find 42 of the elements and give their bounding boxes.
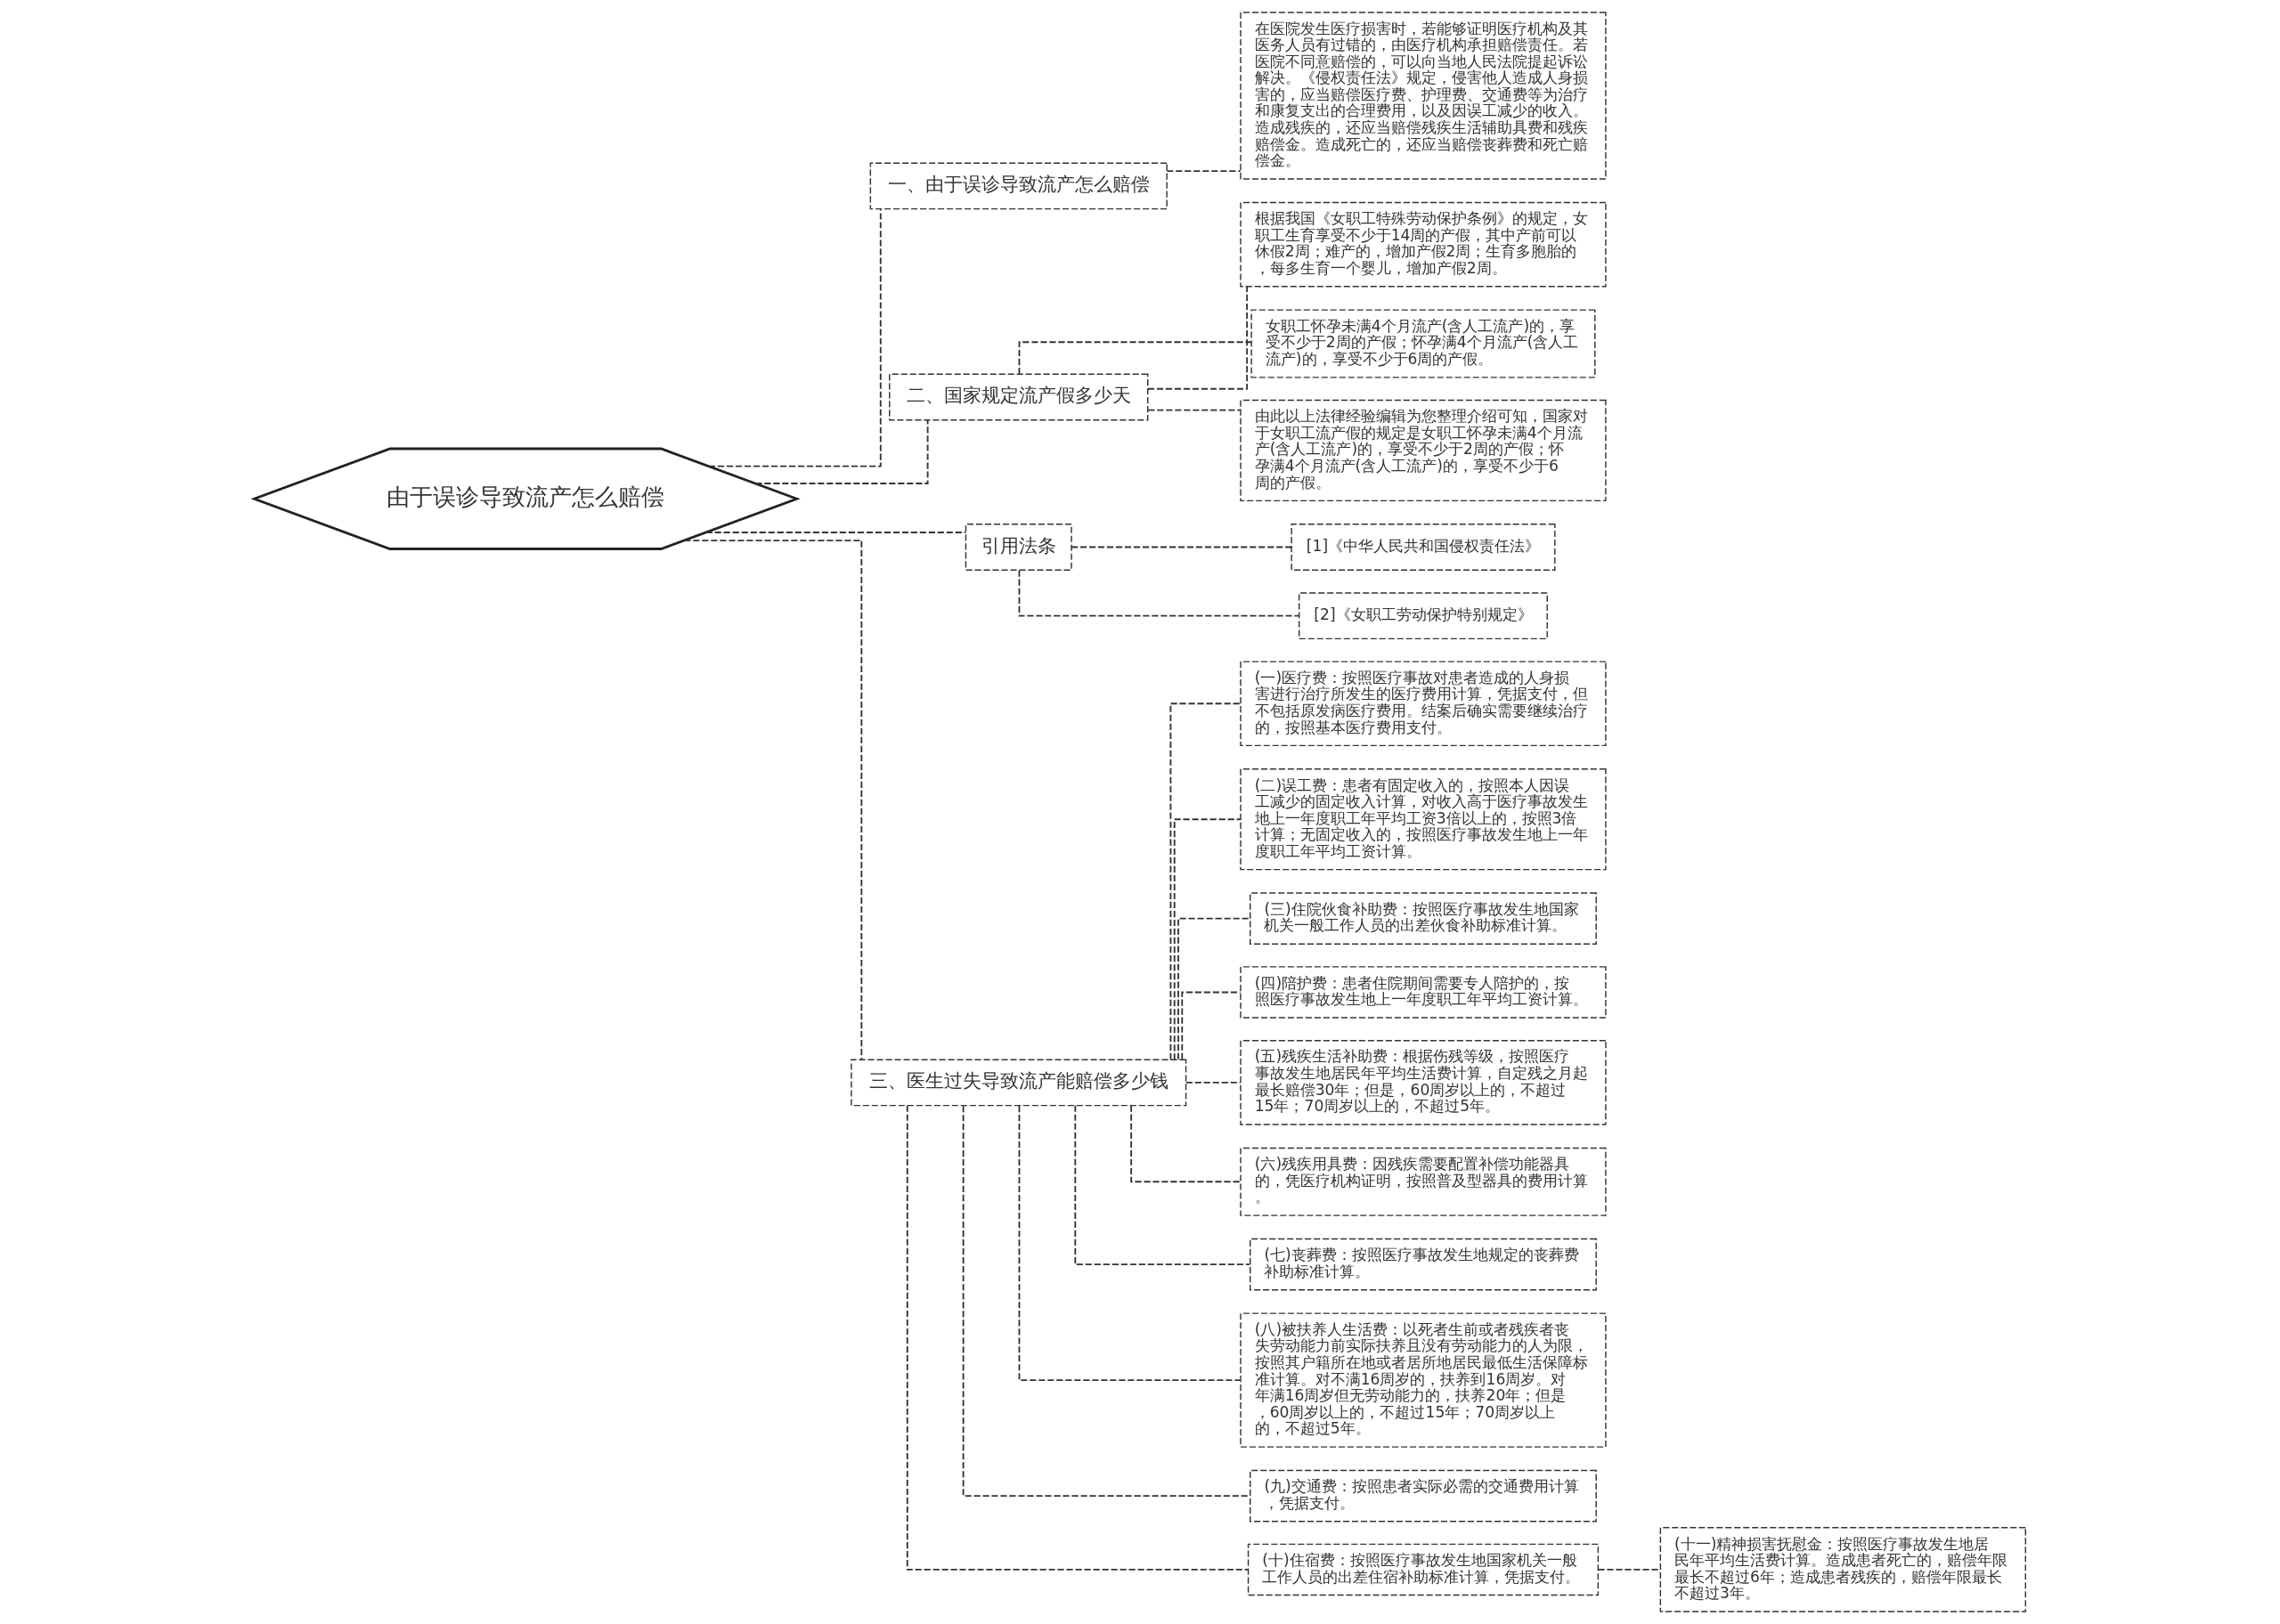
connector: [707, 207, 882, 467]
node-box: [1]《中华人民共和国侵权责任法》: [1291, 524, 1556, 571]
connector: [1169, 702, 1242, 1060]
node-box: 三、医生过失导致流产能赔偿多少钱: [851, 1059, 1187, 1107]
node-box: (八)被扶养人生活费：以死者生前或者残疾者丧失劳动能力前实际扶养且没有劳动能力的人为限，按照其户籍所在地或者居所地居民最低生活保障标准计算。对不满16周岁的，扶养到16周岁。对年满16周岁但无劳动能力的，扶养20年；但是，60周岁以上的，不超过15年；70周岁以上的，不超过5年。: [1240, 1312, 1607, 1448]
node-box: (七)丧葬费：按照医疗事故发生地规定的丧葬费补助标准计算。: [1250, 1238, 1597, 1291]
node-box: (十一)精神损害抚慰金：按照医疗事故发生地居民年平均生活费计算。造成患者死亡的，赔偿年限最长不超过6年；造成患者残疾的，赔偿年限最长不超过3年。: [1659, 1527, 2026, 1612]
node-box: (五)残疾生活补助费：根据伤残等级，按照医疗事故发生地居民年平均生活费计算，自定残之月起最长赔偿30年；但是，60周岁以上的，不超过15年；70周岁以上的，不超过5年。: [1240, 1040, 1607, 1125]
connector: [1147, 409, 1242, 411]
connector: [962, 1105, 1251, 1498]
connector: [1166, 170, 1242, 173]
connector: [1146, 286, 1249, 390]
connector: [1018, 569, 1300, 617]
node-box: [2]《女职工劳动保护特别规定》: [1298, 592, 1548, 640]
connector: [1173, 818, 1242, 1061]
connector: [683, 540, 863, 1061]
node-box: (九)交通费：按照患者实际必需的交通费用计算，凭据支付。: [1250, 1469, 1597, 1522]
node-box: 根据我国《女职工特殊劳动保护条例》的规定，女职工生育享受不少于14周的产假，其中产前可以休假2周；难产的，增加产假2周；生育多胞胎的，每多生育一个婴儿，增加产假2周。: [1240, 201, 1607, 288]
node-box: (三)住院伙食补助费：按照医疗事故发生地国家机关一般工作人员的出差伙食补助标准计算。: [1250, 892, 1597, 945]
connector: [1130, 1104, 1242, 1183]
node-box: 女职工怀孕未满4个月流产(含人工流产)的，享受不少于2周的产假；怀孕满4个月流产(含人工流产)的，享受不少于6周的产假。: [1250, 309, 1596, 378]
node-box: 由此以上法律经验编辑为您整理介绍可知，国家对于女职工流产假的规定是女职工怀孕未满4个月流产(含人工流产)的，享受不少于2周的产假；怀孕满4个月流产(含人工流产)的，享受不少于6周的产假。: [1240, 399, 1607, 502]
node-box: (一)医疗费：按照医疗事故对患者造成的人身损害进行治疗所发生的医疗费用计算，凭据支付，但不包括原发病医疗费用。结案后确实需要继续治疗的，按照基本医疗费用支付。: [1240, 661, 1607, 747]
node-box: 二、国家规定流产假多少天: [889, 373, 1149, 421]
connector: [1185, 1081, 1242, 1084]
connector: [1071, 546, 1293, 548]
node-box: (四)陪护费：患者住院期间需要专人陪护的，按照医疗事故发生地上一年度职工年平均工资计算。: [1240, 966, 1607, 1019]
connector: [1177, 917, 1251, 1060]
connector: [1597, 1569, 1661, 1571]
connector: [1018, 1105, 1242, 1382]
connector: [1018, 341, 1252, 376]
node-box: 引用法条: [965, 524, 1072, 571]
node-box: 在医院发生医疗损害时，若能够证明医疗机构及其医务人员有过错的，由医疗机构承担赔偿责任。若医院不同意赔偿的，可以向当地人民法院提起诉讼解决。《侵权责任法》规定，侵害他人造成人身损害的，应当赔偿医疗费、护理费、交通费等为治疗和康复支出的合理费用，以及因误工减少的收入。造成残疾的，还应当赔偿残疾生活辅助具费和残疾赔偿金。造成死亡的，还应当赔偿丧葬费和死亡赔偿金。: [1240, 12, 1607, 180]
node-box: (六)残疾用具费：因残疾需要配置补偿功能器具的，凭医疗机构证明，按照普及型器具的费用计算。: [1240, 1147, 1607, 1216]
connector: [1074, 1104, 1251, 1266]
node-box: (十)住宿费：按照医疗事故发生地国家机关一般工作人员的出差住宿补助标准计算，凭据支付。: [1247, 1543, 1600, 1596]
node-box: (二)误工费：患者有固定收入的，按照本人因误工减少的固定收入计算，对收入高于医疗事故发生地上一年度职工年平均工资3倍以上的，按照3倍计算；无固定收入的，按照医疗事故发生地上一年度职工年平均工资计算。: [1240, 768, 1607, 871]
node-box: 一、由于误诊导致流产怎么赔偿: [869, 162, 1168, 210]
connector: [906, 1105, 1250, 1571]
connector: [754, 419, 929, 484]
connector: [704, 532, 966, 533]
connector: [1181, 991, 1242, 1060]
